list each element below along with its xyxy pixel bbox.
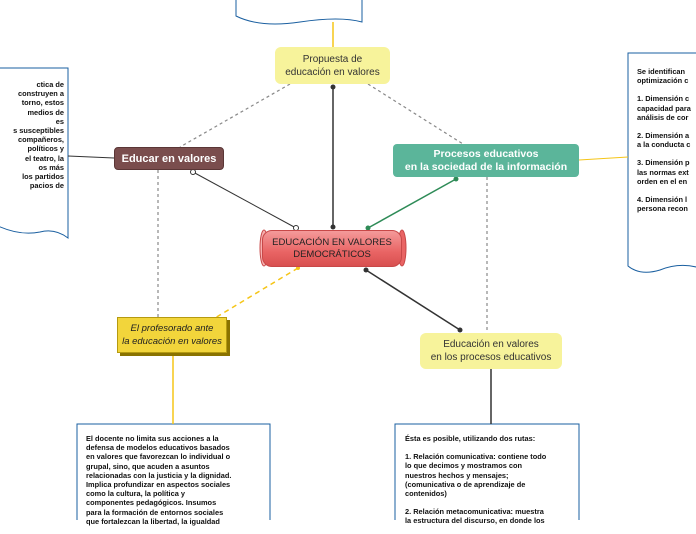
connector-procesos-right	[578, 156, 629, 161]
callout-right-paragraph: 3. Dimensión p las normas ext orden en e…	[637, 158, 690, 186]
node-educar-en-valores[interactable]: Educar en valores	[114, 147, 224, 170]
node-educacion-procesos-educativos[interactable]: Educación en valores en los procesos edu…	[420, 333, 562, 369]
connector-propuesta-procesos	[367, 83, 464, 145]
callout-right-paragraph: 4. Dimensión l persona recon	[637, 195, 688, 214]
callout-right-text: Se identifican optimización c 1. Dimensi…	[628, 53, 696, 268]
connector-educar-left	[67, 155, 115, 159]
connector-dot	[363, 267, 369, 273]
node-procesos-educativos[interactable]: Procesos educativos en la sociedad de la…	[393, 144, 579, 177]
callout-bottom-right-paragraph: Ésta es posible, utilizando dos rutas:	[405, 434, 536, 443]
connector-center-profesorado	[214, 267, 299, 319]
connector-educar-center	[192, 171, 297, 229]
node-educacion-valores-democraticos[interactable]: EDUCACIÓN EN VALORES DEMOCRÁTICOS	[262, 230, 402, 267]
callout-bottom-right-shape	[394, 423, 580, 520]
connector-dot	[296, 266, 300, 270]
connector-dot	[330, 224, 336, 230]
connector-dot	[190, 169, 196, 175]
callout-bottom-right-text: Ésta es posible, utilizando dos rutas: 1…	[395, 424, 579, 534]
callout-bottom-right-paragraph: 2. Relación metacomunicativa: muestra la…	[405, 507, 545, 526]
callout-left-text: ctica de construyen a torno, estos medio…	[13, 80, 64, 191]
node-propuesta-educacion-valores[interactable]: Propuesta de educación en valores	[275, 47, 390, 84]
connector-dot	[457, 327, 463, 333]
diagram-canvas	[0, 0, 696, 520]
node-profesorado[interactable]: El profesorado ante la educación en valo…	[117, 317, 227, 353]
callout-right-paragraph: 1. Dimensión c capacidad para análisis d…	[637, 94, 691, 122]
callout-bottom-right-paragraph: 1. Relación comunicativa: contiene todo …	[405, 452, 547, 499]
connector-procesos-center	[367, 178, 457, 229]
connector-dot	[453, 176, 459, 182]
connector-propuesta-educar	[179, 83, 291, 148]
callout-left-shape	[0, 67, 69, 240]
connector-dot	[330, 84, 336, 90]
connector-dot	[365, 225, 371, 231]
callout-top-shape	[235, 0, 363, 25]
callout-bottom-left-shape	[76, 423, 271, 520]
callout-right-paragraph: Se identifican optimización c	[637, 67, 689, 86]
callout-right-paragraph: 2. Dimensión a a la conducta c	[637, 131, 691, 150]
connector-center-eduprocesos	[365, 269, 461, 331]
callout-bottom-left-text: El docente no limita sus acciones a la d…	[86, 434, 232, 526]
